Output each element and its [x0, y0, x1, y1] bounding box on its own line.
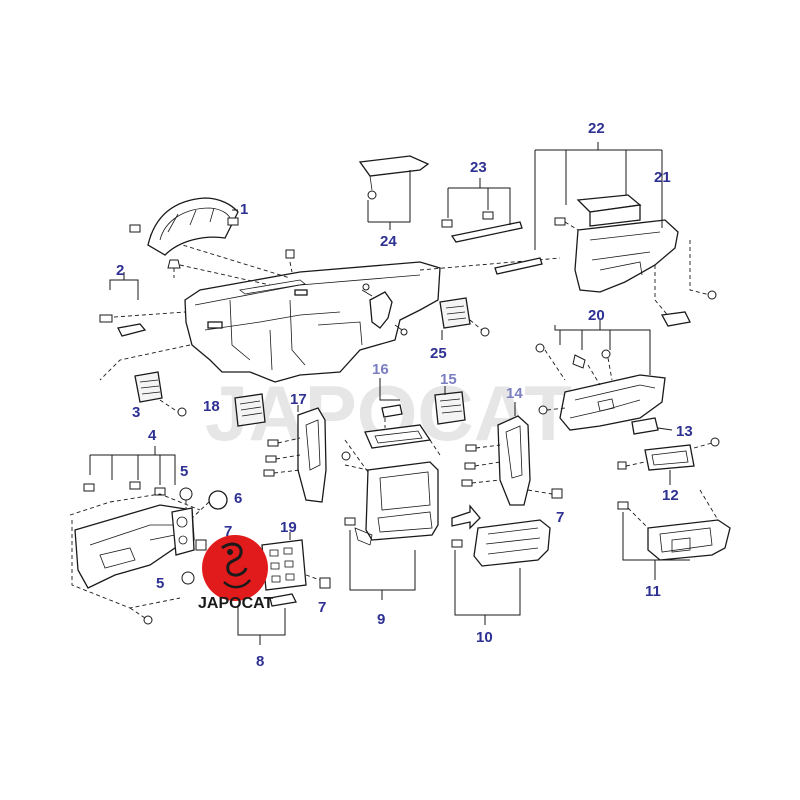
callout-3[interactable]: 3: [132, 404, 140, 421]
assembly-arrow: [451, 504, 481, 530]
part-24-cover[interactable]: [358, 155, 430, 191]
dashboard-panel[interactable]: [184, 261, 441, 383]
part-7-clip-b[interactable]: [319, 577, 331, 589]
part-3-left-vent[interactable]: [134, 371, 163, 403]
callout-16[interactable]: 16: [372, 361, 389, 378]
part-21-upper-glove-box[interactable]: [574, 219, 679, 293]
callout-11[interactable]: 11: [645, 583, 661, 600]
part-7-clip-c[interactable]: [551, 488, 563, 499]
part-16-clip[interactable]: [381, 404, 403, 418]
part-8-cover[interactable]: [269, 593, 297, 607]
callout-9[interactable]: 9: [377, 611, 385, 628]
part-18-center-vent-left[interactable]: [234, 393, 266, 427]
callout-7-left[interactable]: 7: [224, 523, 232, 540]
callout-8[interactable]: 8: [256, 653, 264, 670]
callout-5-lower[interactable]: 5: [156, 575, 164, 592]
callout-14[interactable]: 14: [506, 385, 523, 402]
glove-box-damper[interactable]: [494, 257, 543, 275]
part-6-knob[interactable]: [208, 490, 228, 510]
part-19-switch-panel[interactable]: [261, 539, 307, 591]
part-22-upper-lid[interactable]: [576, 194, 642, 227]
callout-12[interactable]: 12: [662, 487, 679, 504]
callout-2[interactable]: 2: [116, 262, 124, 279]
part-17-left-center-trim[interactable]: [297, 407, 327, 503]
part-13-bracket[interactable]: [631, 417, 659, 435]
part-9-center-cluster-panel[interactable]: [354, 461, 439, 546]
part-5-clip-upper[interactable]: [179, 487, 193, 501]
callout-7-right[interactable]: 7: [556, 509, 564, 526]
callout-1[interactable]: 1: [240, 201, 248, 218]
part-1-cluster-hood[interactable]: [147, 197, 239, 256]
callout-5-upper[interactable]: 5: [180, 463, 188, 480]
part-12-display[interactable]: [644, 444, 695, 471]
switch-block[interactable]: [171, 507, 195, 556]
callout-18[interactable]: 18: [203, 398, 220, 415]
part-11-lower-right-panel[interactable]: [647, 519, 731, 561]
callout-6[interactable]: 6: [234, 490, 242, 507]
part-23-trim-strip[interactable]: [450, 221, 523, 243]
callout-17[interactable]: 17: [290, 391, 307, 408]
part-7-clip-a[interactable]: [195, 539, 207, 551]
callout-19[interactable]: 19: [280, 519, 297, 536]
part-4-lower-left-panel[interactable]: [74, 504, 195, 589]
clip-part[interactable]: [285, 249, 295, 259]
callout-15[interactable]: 15: [440, 371, 457, 388]
callout-20[interactable]: 20: [588, 307, 605, 324]
japocat-logo: JAPOCAT: [198, 535, 273, 612]
part-10-audio-panel[interactable]: [473, 519, 551, 567]
callout-22[interactable]: 22: [588, 120, 605, 137]
callout-10[interactable]: 10: [476, 629, 493, 646]
logo-text: JAPOCAT: [198, 595, 273, 612]
callout-25[interactable]: 25: [430, 345, 447, 362]
callout-23[interactable]: 23: [470, 159, 487, 176]
part-5-clip-lower[interactable]: [181, 571, 195, 585]
part-25-right-vent[interactable]: [439, 297, 471, 329]
callout-21[interactable]: 21: [654, 169, 671, 186]
callout-4[interactable]: 4: [148, 427, 157, 444]
callout-13[interactable]: 13: [676, 423, 693, 440]
part-20-glove-box[interactable]: [559, 374, 666, 431]
callout-24[interactable]: 24: [380, 233, 397, 250]
part-14-right-center-trim[interactable]: [497, 415, 531, 506]
part-15-center-vent-right[interactable]: [434, 391, 466, 425]
callout-7-center[interactable]: 7: [318, 599, 326, 616]
steering-bracket[interactable]: [361, 283, 408, 336]
